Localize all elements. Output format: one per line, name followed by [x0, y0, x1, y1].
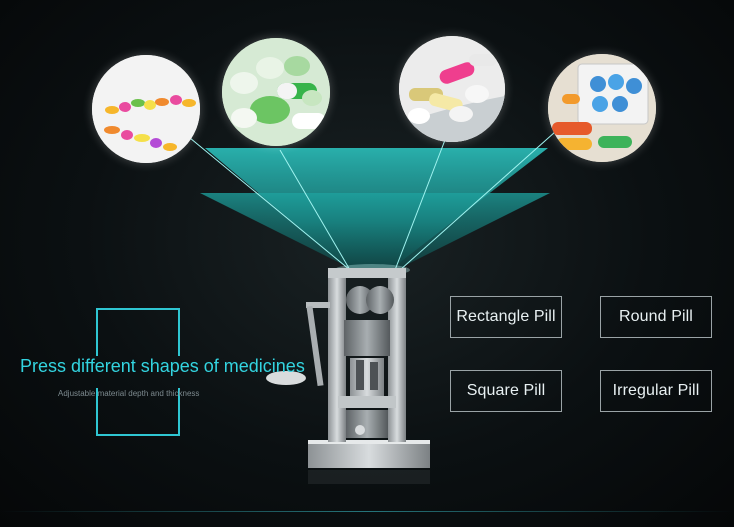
pill-organizer-photo	[548, 54, 656, 162]
floor-glow-line	[0, 511, 734, 512]
subline-text: Adjustable material depth and thickness	[58, 389, 200, 398]
label-round-pill: Round Pill	[600, 296, 712, 338]
label-rectangle-pill: Rectangle Pill	[450, 296, 562, 338]
bracket-top-frame	[96, 308, 180, 356]
bracket-bottom-frame	[96, 388, 180, 436]
pills-chain-illustration	[92, 55, 200, 163]
capsules-illustration	[222, 38, 330, 146]
mixed-pills-tray-photo	[399, 36, 505, 142]
headline-text: Press different shapes of medicines	[20, 356, 305, 376]
colorful-pills-photo	[92, 55, 200, 163]
mixed-pills-illustration	[399, 36, 505, 142]
green-white-capsules-photo	[222, 38, 330, 146]
organizer-illustration	[548, 54, 656, 162]
label-irregular-pill: Irregular Pill	[600, 370, 712, 412]
label-square-pill: Square Pill	[450, 370, 562, 412]
